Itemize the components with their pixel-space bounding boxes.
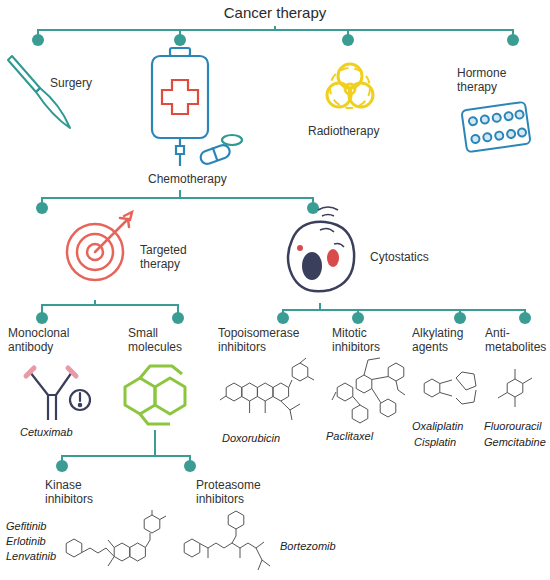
molecule-icon xyxy=(125,366,185,424)
branch-dot xyxy=(507,34,519,46)
category-node: Proteasome inhibitorsBortezomib xyxy=(176,466,346,578)
branch-dot xyxy=(174,34,186,46)
tree-connector xyxy=(42,300,95,318)
structure-drawing xyxy=(424,372,476,404)
category-node: Targeted therapy xyxy=(30,208,201,300)
category-node: Kinase inhibitorsGefitinibErlotinibLenva… xyxy=(2,466,172,578)
branch-dot xyxy=(184,460,196,472)
tree-connector xyxy=(275,26,348,40)
pill-pack-icon xyxy=(461,102,530,152)
structure-drawing xyxy=(220,358,314,420)
category-label: Targeted therapy xyxy=(140,243,200,271)
tree-connector xyxy=(62,430,155,466)
antibody-icon xyxy=(26,368,90,420)
branch-dot xyxy=(342,34,354,46)
branch-dot xyxy=(352,312,364,324)
category-label: Radiotherapy xyxy=(308,124,396,138)
cell-icon xyxy=(288,207,354,291)
category-label: Cytostatics xyxy=(370,250,450,264)
drug-name: Paclitaxel xyxy=(326,430,396,443)
category-node: Radiotherapy xyxy=(300,40,400,140)
category-label: Small molecules xyxy=(128,326,198,354)
drug-name: Gefitinib xyxy=(6,520,62,533)
structure-drawing xyxy=(184,511,270,570)
tree-connector xyxy=(95,300,178,318)
hazard-icon xyxy=(327,64,373,108)
tree-connector xyxy=(42,190,180,208)
drug-name: Oxaliplatin xyxy=(412,420,478,433)
structure-drawing xyxy=(498,369,532,407)
category-node: Chemotherapy xyxy=(128,40,243,190)
category-node: Topoisomerase inhibitorsDoxorubicin xyxy=(215,318,321,455)
category-node: Cytostatics xyxy=(275,208,455,303)
category-node: Hormone therapy xyxy=(455,40,548,155)
branch-dot xyxy=(56,460,68,472)
root-label: Cancer therapy xyxy=(205,4,345,22)
tree-connector xyxy=(38,26,275,40)
category-label: Alkylating agents xyxy=(412,326,478,354)
category-label: Anti-metabolites xyxy=(485,326,547,354)
drug-name: Erlotinib xyxy=(6,535,62,548)
category-node: Alkylating agentsOxaliplatinCisplatin xyxy=(410,318,480,458)
category-label: Surgery xyxy=(50,76,100,90)
category-label: Chemotherapy xyxy=(148,172,238,186)
iv-bag-icon xyxy=(152,48,242,166)
category-label: Mitotic inhibitors xyxy=(332,326,398,354)
category-label: Topoisomerase inhibitors xyxy=(218,326,318,354)
category-label: Hormone therapy xyxy=(457,66,547,94)
category-node: Monoclonal antibodyCetuximab xyxy=(2,318,97,458)
category-node: Anti-metabolitesFluorouracilGemcitabine xyxy=(482,318,549,458)
drug-name: Gemcitabine xyxy=(484,436,548,449)
branch-dot xyxy=(454,312,466,324)
category-node: Mitotic inhibitorsPaclitaxel xyxy=(324,318,408,445)
tree-connector xyxy=(275,26,513,40)
branch-dot xyxy=(36,312,48,324)
branch-dot xyxy=(36,202,48,214)
tree-connector xyxy=(155,430,190,466)
category-node: Surgery xyxy=(2,40,102,135)
drug-name: Bortezomib xyxy=(280,540,342,553)
branch-dot xyxy=(277,312,289,324)
drug-name: Fluorouracil xyxy=(484,420,548,433)
drug-name: Doxorubicin xyxy=(222,432,292,445)
category-label: Monoclonal antibody xyxy=(8,326,80,354)
drug-name: Cisplatin xyxy=(414,436,478,449)
target-icon xyxy=(67,212,132,280)
drug-name: Lenvatinib xyxy=(6,550,64,563)
branch-dot xyxy=(519,312,531,324)
category-label: Kinase inhibitors xyxy=(45,478,107,506)
branch-dot xyxy=(172,312,184,324)
branch-dot xyxy=(32,34,44,46)
drug-name: Cetuximab xyxy=(20,426,90,439)
scalpel-icon xyxy=(8,56,70,128)
root-node: Cancer therapy xyxy=(205,2,346,26)
tree-connector xyxy=(180,190,313,208)
branch-dot xyxy=(307,202,319,214)
category-label: Proteasome inhibitors xyxy=(196,478,276,506)
structure-drawing xyxy=(66,510,166,566)
structure-drawing xyxy=(332,358,405,423)
category-node: Small molecules xyxy=(112,318,207,430)
tree-connector xyxy=(320,303,525,318)
tree-connector xyxy=(180,26,275,40)
